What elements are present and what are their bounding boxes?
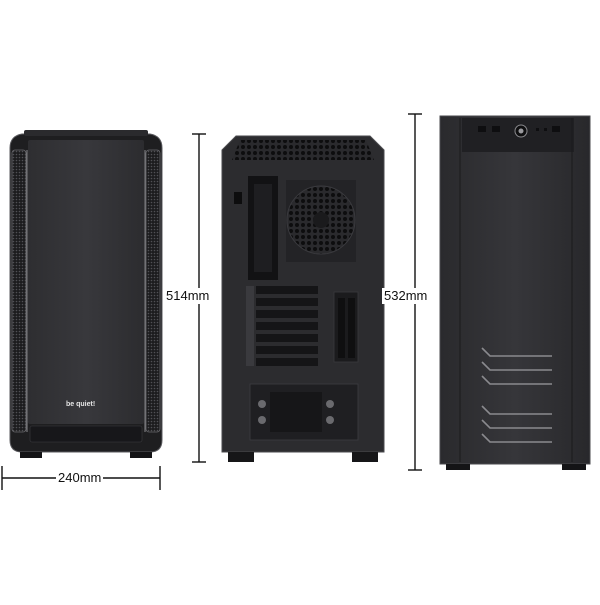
dimension-width-label: 240mm [56, 470, 104, 486]
case-rear-view [221, 135, 385, 462]
brand-logo-text: be quiet! [66, 401, 96, 408]
dimension-rear-height-label: 514mm [164, 288, 212, 304]
dimension-side-height-label: 532mm [382, 288, 430, 304]
case-front-view [9, 130, 163, 458]
case-side-view [439, 115, 591, 470]
